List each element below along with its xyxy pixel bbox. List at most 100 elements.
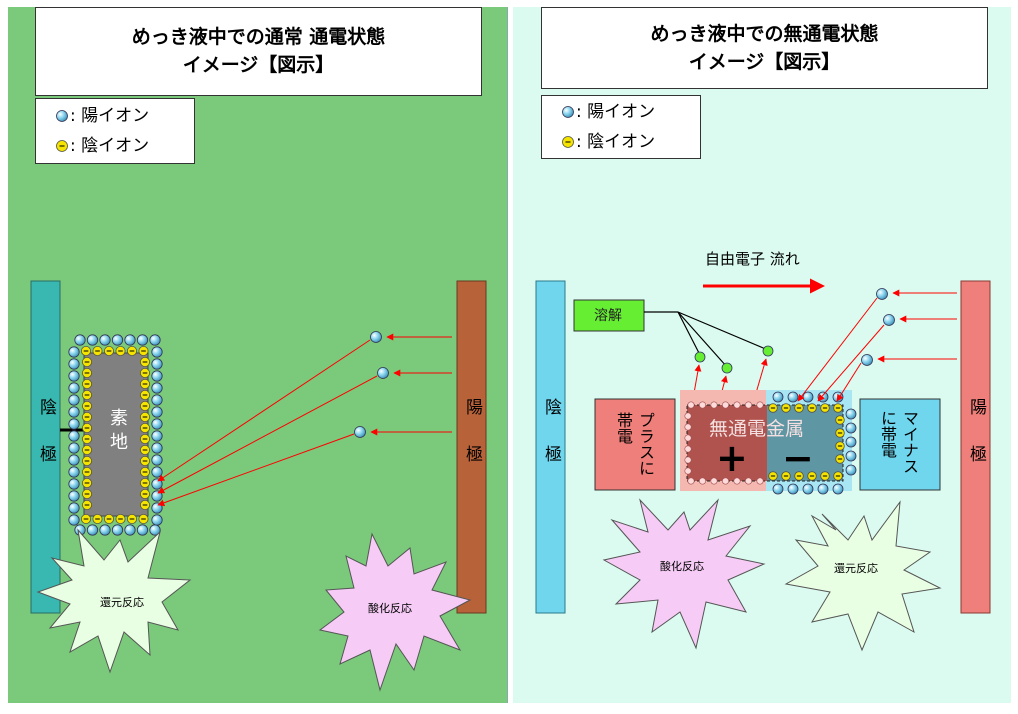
minus-charged-label: マイナスに帯電 bbox=[878, 410, 919, 474]
surface-dot bbox=[687, 401, 695, 409]
cation bbox=[68, 442, 80, 454]
cation bbox=[151, 478, 163, 490]
right-cathode-electrode bbox=[535, 280, 566, 614]
surface-dot bbox=[744, 477, 752, 485]
cation bbox=[68, 418, 80, 430]
anion-icon bbox=[562, 136, 574, 148]
left-free-cation bbox=[354, 426, 366, 438]
left-reduction-label: 還元反応 bbox=[100, 596, 144, 609]
cation bbox=[151, 394, 163, 406]
surface-dot bbox=[721, 401, 729, 409]
plus-charged-box bbox=[594, 398, 676, 491]
surface-dot bbox=[733, 477, 741, 485]
cation bbox=[68, 358, 80, 370]
left-cation-layer bbox=[68, 334, 163, 536]
cation bbox=[817, 391, 829, 403]
right-title-box: めっき液中での無通電状態 イメージ【図示】 bbox=[541, 7, 988, 89]
left-free-cation bbox=[370, 331, 382, 343]
cation-icon bbox=[562, 106, 574, 118]
cation bbox=[151, 370, 163, 382]
surface-dot bbox=[684, 412, 692, 420]
cation bbox=[151, 430, 163, 442]
cation bbox=[136, 524, 149, 536]
left-oxidation-label: 酸化反応 bbox=[368, 602, 412, 615]
cation bbox=[845, 422, 857, 434]
cation bbox=[124, 334, 136, 346]
left-cathode-electrode bbox=[30, 280, 61, 614]
cation bbox=[802, 483, 814, 495]
left-anode-electrode bbox=[456, 280, 487, 614]
cation bbox=[772, 483, 784, 495]
surface-dot bbox=[698, 477, 706, 485]
minus-charged-box bbox=[859, 398, 941, 491]
cation bbox=[68, 394, 80, 406]
cation bbox=[817, 483, 829, 495]
cation bbox=[111, 524, 124, 536]
left-title-box: めっき液中での通常 通電状態 イメージ【図示】 bbox=[35, 7, 482, 96]
metal-outline bbox=[686, 404, 844, 482]
cation bbox=[151, 346, 163, 358]
surface-dot bbox=[684, 434, 692, 442]
surface-dot bbox=[684, 456, 692, 464]
metal-label: 無通電金属 bbox=[709, 418, 805, 440]
right-legend-anion: : 陰イオン bbox=[576, 132, 656, 152]
surface-dot bbox=[684, 467, 692, 475]
cation bbox=[99, 524, 111, 536]
cation bbox=[86, 334, 99, 346]
right-legend-cation: : 陽イオン bbox=[576, 102, 656, 122]
cation bbox=[845, 450, 857, 462]
left-substrate-label: 素地 bbox=[107, 408, 128, 456]
left-anode-label: 陽極 bbox=[462, 398, 482, 492]
anion-icon bbox=[56, 140, 68, 152]
dissolving-ion bbox=[762, 345, 774, 357]
cation bbox=[151, 382, 163, 394]
cation bbox=[68, 514, 80, 526]
surface-dot bbox=[698, 401, 706, 409]
surface-dot bbox=[733, 401, 741, 409]
cation bbox=[111, 334, 124, 346]
left-arrow bbox=[157, 375, 378, 494]
left-arrow bbox=[157, 433, 355, 507]
cation bbox=[68, 466, 80, 478]
surface-dot bbox=[756, 477, 764, 485]
dissolution-label: 溶解 bbox=[594, 308, 622, 324]
right-cathode-label: 陰極 bbox=[541, 398, 561, 492]
cation bbox=[149, 334, 161, 346]
right-arrow bbox=[797, 297, 878, 402]
cation bbox=[151, 466, 163, 478]
cation bbox=[772, 391, 784, 403]
cation bbox=[151, 418, 163, 430]
surface-dot bbox=[687, 477, 695, 485]
cation bbox=[802, 391, 814, 403]
right-oxidation-label: 酸化反応 bbox=[660, 560, 704, 573]
cation bbox=[845, 436, 857, 448]
left-cathode-label: 陰極 bbox=[36, 398, 56, 492]
dissolution-box bbox=[573, 299, 645, 332]
cation bbox=[136, 334, 149, 346]
left-reduction-burst bbox=[36, 528, 192, 674]
left-legend-anion: : 陰イオン bbox=[70, 136, 150, 156]
cation-icon bbox=[56, 110, 68, 122]
right-ion-layer bbox=[684, 391, 857, 495]
right-free-cation bbox=[861, 354, 873, 366]
surface-dot bbox=[756, 401, 764, 409]
surface-dot bbox=[710, 401, 718, 409]
dissolution-lines bbox=[644, 311, 769, 368]
cation bbox=[151, 406, 163, 418]
right-free-cation bbox=[876, 288, 888, 300]
right-oxidation-burst bbox=[602, 498, 766, 650]
cation bbox=[832, 483, 844, 495]
dissolving-ion bbox=[721, 362, 733, 374]
cation bbox=[68, 382, 80, 394]
metal-plus-half bbox=[687, 405, 767, 481]
cation bbox=[86, 524, 99, 536]
left-substrate bbox=[83, 352, 149, 517]
cation bbox=[845, 464, 857, 476]
cation bbox=[68, 490, 80, 502]
right-arrow bbox=[836, 362, 862, 402]
cation bbox=[68, 370, 80, 382]
right-title-line1: めっき液中での無通電状態 bbox=[650, 23, 879, 45]
surface-dot bbox=[684, 445, 692, 453]
left-free-cation bbox=[377, 367, 389, 379]
metal-plus-sign: + bbox=[716, 436, 748, 480]
